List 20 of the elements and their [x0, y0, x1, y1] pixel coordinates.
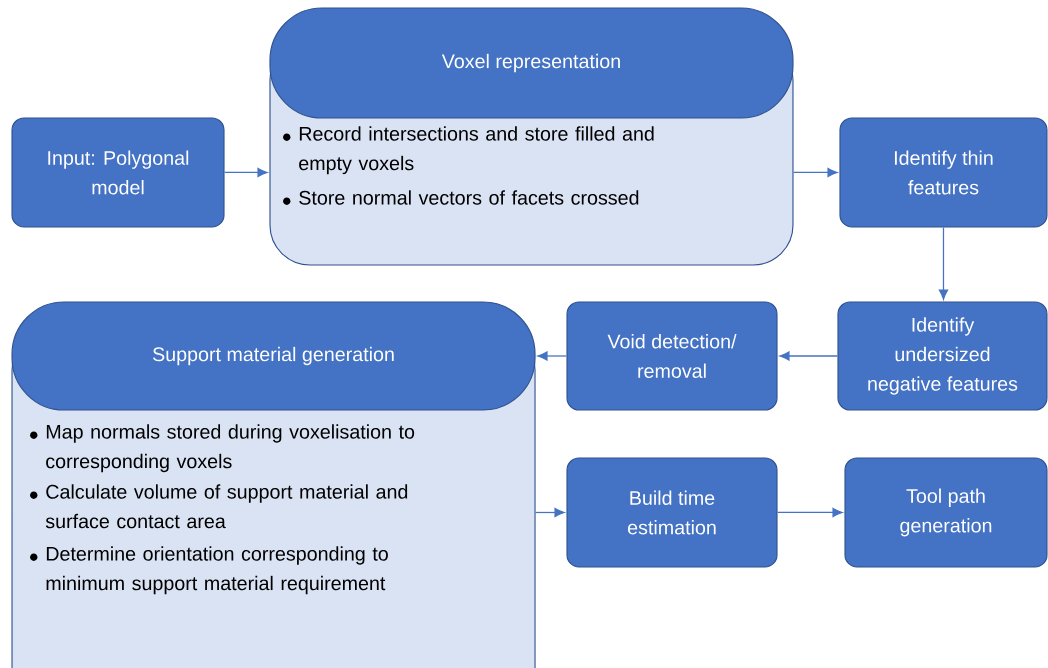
process-box: Build time estimation — [566, 457, 778, 568]
bullet-item: Store normal vectors of facets crossed — [283, 190, 639, 205]
header-pill: Support material generation — [11, 301, 536, 411]
bullet-item: Record intersections and store filled and empty voxels — [283, 126, 654, 175]
process-box: Identify thin features — [839, 117, 1048, 228]
arrow — [534, 507, 565, 518]
bullet-item: Calculate volume of support material and surface contact area — [30, 484, 408, 529]
process-box: Tool path generation — [844, 457, 1048, 568]
arrow — [792, 167, 838, 178]
header-pill: Voxel representation — [269, 7, 794, 119]
bullet-item: Determine orientation corresponding to minimum support material requirement — [30, 546, 388, 595]
arrow — [779, 351, 839, 361]
arrow — [776, 507, 843, 518]
process-box: Identify undersized negative features — [837, 301, 1048, 411]
bullet-item: Map normals stored during voxelisation to corresponding voxels — [30, 424, 415, 473]
arrow — [938, 226, 949, 300]
process-box: Input: Polygonal model — [11, 117, 225, 228]
arrow — [537, 351, 568, 361]
arrow — [223, 167, 268, 178]
process-box: Void detection/ removal — [566, 301, 778, 411]
